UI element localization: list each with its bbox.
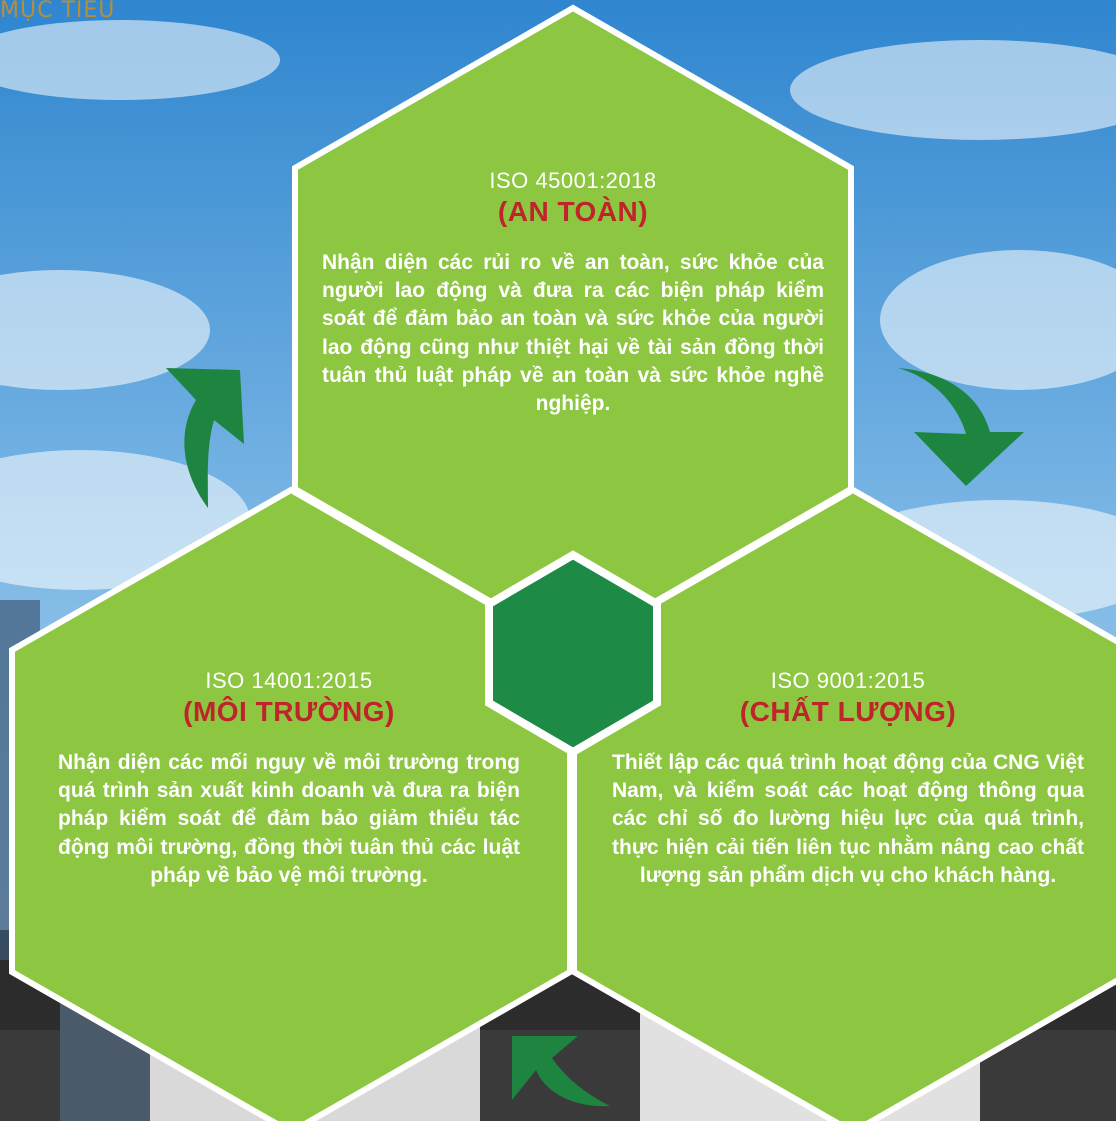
cycle-arrows bbox=[166, 368, 1024, 1107]
standard-name: (AN TOÀN) bbox=[497, 196, 649, 228]
standard-name: (MÔI TRƯỜNG) bbox=[183, 696, 395, 728]
hexagon-environment-content: ISO 14001:2015 (MÔI TRƯỜNG) Nhận diện cá… bbox=[58, 668, 520, 890]
standard-description: Thiết lập các quá trình hoạt động của CN… bbox=[612, 750, 1084, 887]
standard-description: Nhận diện các rủi ro về an toàn, sức khỏ… bbox=[322, 250, 824, 416]
standard-description: Nhận diện các mối nguy về môi trường tro… bbox=[58, 750, 520, 887]
hexagon-safety-content: ISO 45001:2018 (AN TOÀN) Nhận diện các r… bbox=[322, 168, 824, 419]
page-title: MỤC TIÊU bbox=[0, 0, 116, 23]
standard-code: ISO 14001:2015 bbox=[205, 668, 373, 693]
arrow-down-right-icon bbox=[898, 368, 1024, 486]
arrow-left-icon bbox=[512, 1036, 610, 1107]
standard-code: ISO 45001:2018 bbox=[489, 168, 657, 193]
standard-code: ISO 9001:2015 bbox=[770, 668, 926, 693]
center-hexagon bbox=[485, 550, 661, 757]
arrow-up-icon bbox=[166, 368, 244, 508]
hexagon-quality-content: ISO 9001:2015 (CHẤT LƯỢNG) Thiết lập các… bbox=[612, 668, 1084, 890]
standard-name: (CHẤT LƯỢNG) bbox=[739, 696, 957, 728]
